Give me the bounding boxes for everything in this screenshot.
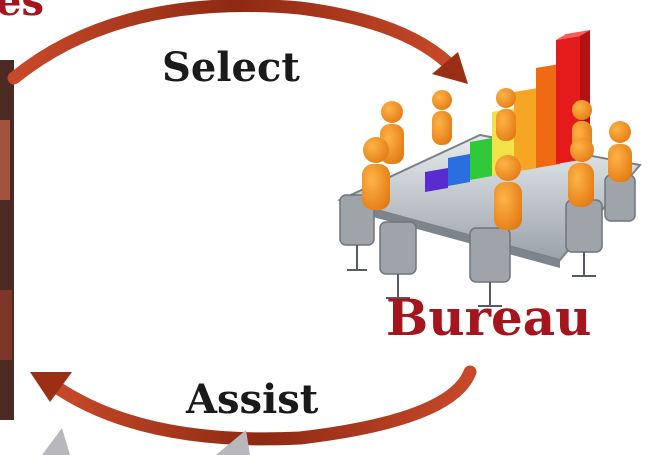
partial-heading: es [0,0,44,25]
bottom-pointer-shapes [42,428,250,455]
bottom-curved-arrow-icon [30,365,477,446]
select-label: Select [162,44,300,91]
meeting-illustration-icon [337,30,642,307]
bureau-label: Bureau [386,288,592,347]
top-curved-arrow-icon [7,0,468,85]
left-photo-edge [0,60,14,420]
assist-label: Assist [186,376,319,423]
